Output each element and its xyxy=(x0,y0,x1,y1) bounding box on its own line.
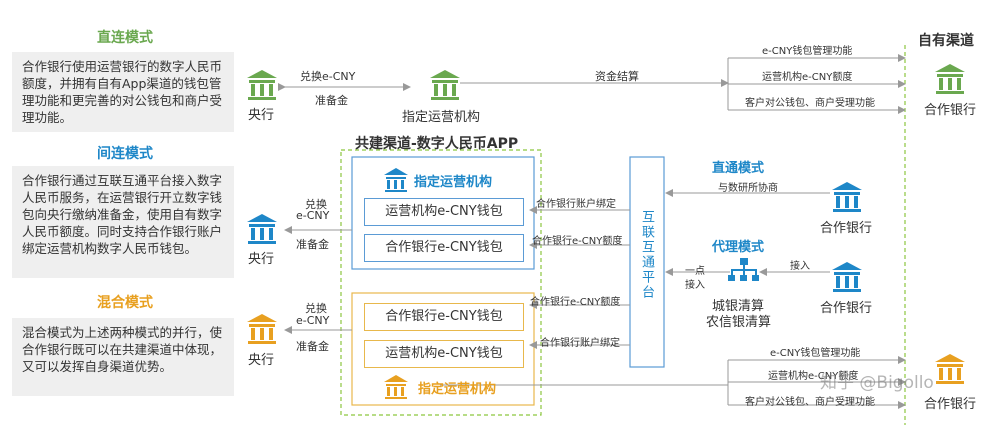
exchange-label: 兑换e-CNY xyxy=(300,70,356,83)
negotiate-label: 与数研所协商 xyxy=(718,183,778,194)
corp-merchant-label: 客户对公钱包、商户受理功能 xyxy=(745,98,875,109)
self-channel-title: 自有渠道 xyxy=(918,33,974,49)
exchange-a-indirect: 兑换 xyxy=(305,198,327,211)
platform-label: 互联互通平台 xyxy=(639,210,654,300)
reserve-mixed: 准备金 xyxy=(296,340,329,353)
bank-wallet-box-mixed: 合作银行e-CNY钱包 xyxy=(364,303,524,331)
corp-merchant-mixed: 客户对公钱包、商户受理功能 xyxy=(745,397,875,408)
bank-icon-partner-proxy xyxy=(832,262,862,292)
op-wallet-box-mixed: 运营机构e-CNY钱包 xyxy=(364,340,524,368)
account-bind-indirect: 合作银行账户绑定 xyxy=(536,199,616,210)
exchange-b-mixed: e-CNY xyxy=(296,314,330,327)
clearing-1-label: 城银清算 xyxy=(712,299,765,314)
proxy-mode-label: 代理模式 xyxy=(712,240,765,255)
central-bank-indirect-label: 央行 xyxy=(248,252,275,267)
partner-bank-label-proxy: 合作银行 xyxy=(820,301,873,316)
operator-mixed-label: 指定运营机构 xyxy=(418,382,497,397)
fund-settlement-label: 资金结算 xyxy=(595,70,639,83)
bank-icon-operator-indirect xyxy=(384,168,408,192)
bank-icon-central-indirect xyxy=(247,214,277,244)
op-wallet-box-indirect: 运营机构e-CNY钱包 xyxy=(364,198,524,226)
bank-quota-indirect: 合作银行e-CNY额度 xyxy=(532,236,623,247)
wallet-mgmt-label: e-CNY钱包管理功能 xyxy=(762,46,853,57)
one-point-a: 一点 xyxy=(685,266,705,277)
watermark: 知乎 @Bigollo xyxy=(820,373,934,393)
exchange-b-indirect: e-CNY xyxy=(296,209,330,222)
direct-link-mode-label: 直通模式 xyxy=(712,161,765,176)
clearing-2-label: 农信银清算 xyxy=(706,315,772,330)
partner-bank-label-direct: 合作银行 xyxy=(924,103,977,118)
reserve-indirect: 准备金 xyxy=(296,238,329,251)
partner-bank-label-direct-link: 合作银行 xyxy=(820,221,873,236)
co-channel-title: 共建渠道-数字人民币APP xyxy=(355,136,519,152)
wallet-mgmt-mixed: e-CNY钱包管理功能 xyxy=(770,348,861,359)
bank-icon-operator-mixed xyxy=(384,375,408,399)
access-label: 接入 xyxy=(790,261,810,272)
reserve-label: 准备金 xyxy=(315,94,348,107)
bank-wallet-box-indirect: 合作银行e-CNY钱包 xyxy=(364,234,524,262)
exchange-a-mixed: 兑换 xyxy=(305,302,327,315)
bank-icon-partner-direct xyxy=(935,64,965,94)
mixed-mode-title: 混合模式 xyxy=(97,295,153,311)
indirect-mode-title: 间连模式 xyxy=(97,146,153,162)
bank-icon-central-direct xyxy=(247,70,277,100)
bank-icon-central-mixed xyxy=(247,314,277,344)
op-quota-mixed: 运营机构e-CNY额度 xyxy=(768,371,859,382)
co-channel-frame xyxy=(340,149,542,416)
platform-frame xyxy=(629,156,665,368)
bank-icon-partner-direct-link xyxy=(832,182,862,212)
direct-mode-desc: 合作银行使用运营银行的数字人民币额度，并拥有自有App渠道的钱包管理功能和更完善… xyxy=(12,52,234,132)
bank-quota-mixed: 合作银行e-CNY额度 xyxy=(530,297,621,308)
designated-operator-label: 指定运营机构 xyxy=(402,110,481,125)
network-icon xyxy=(728,258,759,281)
account-bind-mixed: 合作银行账户绑定 xyxy=(540,338,620,349)
op-quota-label: 运营机构e-CNY额度 xyxy=(762,72,853,83)
central-bank-label: 央行 xyxy=(248,108,275,123)
mixed-mode-desc: 混合模式为上述两种模式的并行，使合作银行既可以在共建渠道中体现，又可以发挥自身渠… xyxy=(12,318,234,396)
bank-icon-partner-mixed xyxy=(935,354,965,384)
operator-indirect-label: 指定运营机构 xyxy=(414,175,493,190)
direct-mode-title: 直连模式 xyxy=(97,30,153,46)
bank-icon-operator-direct xyxy=(430,70,460,100)
partner-bank-label-mixed: 合作银行 xyxy=(924,397,977,412)
one-point-b: 接入 xyxy=(685,280,705,291)
mixed-group-frame xyxy=(351,292,535,406)
indirect-mode-desc: 合作银行通过互联互通平台接入数字人民币服务，在运营银行开立数字钱包向央行缴纳准备… xyxy=(12,166,234,278)
central-bank-mixed-label: 央行 xyxy=(248,353,275,368)
